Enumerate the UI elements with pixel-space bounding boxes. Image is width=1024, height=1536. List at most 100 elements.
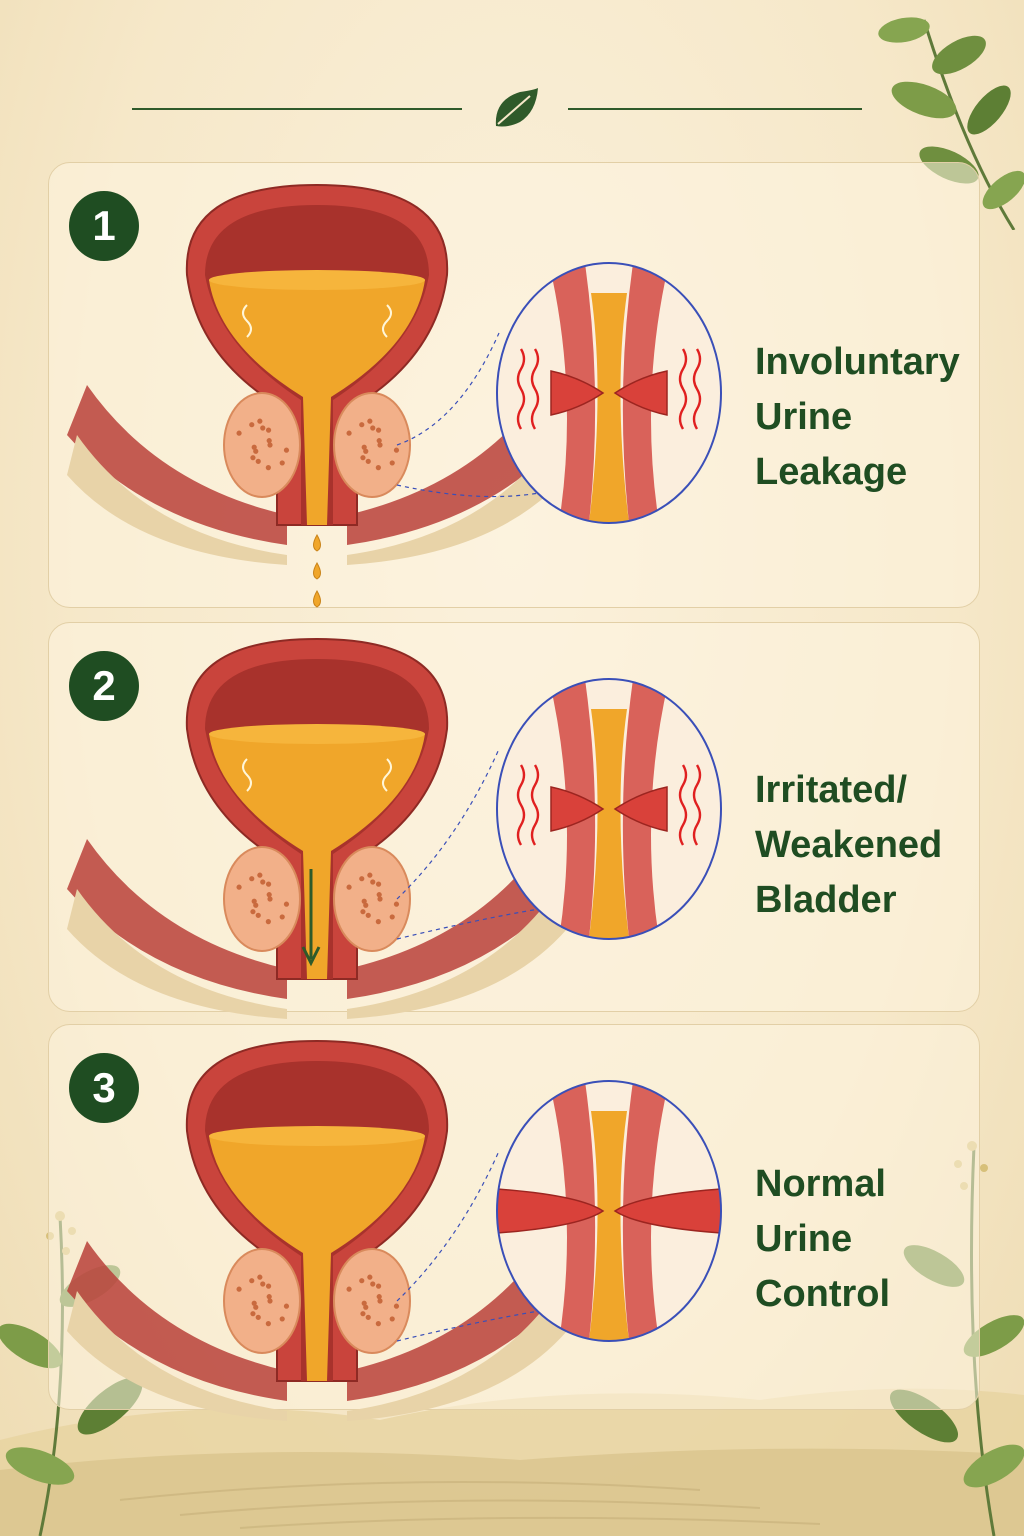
prostate-texture-dot	[360, 909, 366, 915]
prostate-texture-dot	[375, 1283, 382, 1289]
prostate-texture-dot	[236, 430, 242, 436]
anatomy-illustration	[67, 637, 722, 1019]
flow-arrow	[301, 869, 321, 967]
leaf-icon	[495, 88, 538, 127]
prostate-texture-dot	[266, 1294, 272, 1300]
step-number-badge: 3	[69, 1053, 139, 1123]
prostate-texture-dot	[363, 1304, 369, 1310]
sphincter-muscle-right	[613, 370, 668, 416]
prostate-lobe-left	[223, 846, 301, 952]
sphincter-muscle-left	[550, 370, 605, 416]
prostate-texture-dot	[360, 1311, 366, 1317]
bladder-group	[67, 183, 567, 608]
callout-connector	[396, 1310, 540, 1342]
prostate-texture-dot	[236, 1286, 242, 1292]
prostate-texture-dot	[377, 896, 383, 902]
tissue-right	[347, 889, 567, 1019]
prostate-texture-dot	[267, 1298, 273, 1304]
prostate-lobe-right	[333, 392, 411, 498]
irritation-wave	[692, 348, 702, 430]
prostate-texture-dot	[377, 1298, 383, 1304]
prostate-texture-dot	[365, 1314, 371, 1320]
prostate-texture-dot	[253, 902, 259, 908]
prostate-texture-dot	[367, 1274, 373, 1280]
urine-drop	[313, 534, 321, 552]
bladder-group	[67, 1039, 567, 1421]
prostate-texture-dot	[365, 912, 371, 918]
prostate-texture-dot	[250, 1311, 256, 1317]
prostate-texture-dot	[257, 1274, 263, 1280]
prostate-texture-dot	[266, 438, 272, 444]
prostate-texture-dot	[389, 1316, 395, 1322]
irritation-wave	[516, 764, 526, 846]
prostate-texture-dot	[375, 1321, 381, 1327]
tissue-right	[347, 435, 567, 565]
prostate-texture-dot	[283, 447, 290, 453]
sphincter-callout	[496, 1080, 722, 1342]
sphincter-muscle-right	[613, 786, 668, 832]
prostate-texture-dot	[265, 919, 271, 925]
prostate-texture-dot	[279, 914, 285, 920]
label-line: Leakage	[755, 451, 908, 493]
label-line: Weakened	[755, 824, 943, 866]
prostate-texture-dot	[393, 447, 400, 453]
prostate-lobe-left	[223, 392, 301, 498]
urgency-wave	[242, 758, 252, 792]
prostate-texture-dot	[249, 422, 255, 428]
urine	[209, 734, 425, 979]
irritation-wave	[678, 764, 688, 846]
prostate-texture-dot	[260, 1281, 266, 1287]
prostate-texture-dot	[346, 884, 352, 890]
prostate-texture-dot	[249, 1278, 255, 1284]
urgency-wave	[382, 758, 392, 792]
prostate-texture-dot	[257, 418, 263, 424]
pelvic-muscle-right	[347, 1241, 567, 1401]
prostate-texture-dot	[363, 902, 369, 908]
urethra-urine	[589, 709, 629, 939]
panel-normal-control: 3 Normal Urine Control	[48, 1024, 980, 1421]
sphincter-muscle-left	[497, 1188, 605, 1234]
callout-circle-outline	[496, 1080, 722, 1342]
irritation-wave	[692, 764, 702, 846]
prostate-texture-dot	[346, 430, 352, 436]
callout-connector	[396, 908, 540, 940]
irritation-wave	[530, 764, 540, 846]
prostate-texture-dot	[377, 442, 383, 448]
sphincter-muscle-right	[613, 1188, 721, 1234]
prostate-texture-dot	[361, 444, 367, 450]
prostate-texture-dot	[375, 881, 382, 887]
prostate-texture-dot	[251, 1300, 257, 1306]
irritation-wave	[678, 348, 688, 430]
prostate-texture-dot	[267, 442, 273, 448]
prostate-texture-dot	[365, 458, 371, 464]
prostate-texture-dot	[257, 872, 263, 878]
prostate-lobe-left	[223, 1248, 301, 1354]
prostate-texture-dot	[253, 448, 259, 454]
prostate-texture-dot	[255, 912, 261, 918]
prostate-texture-dot	[367, 418, 373, 424]
label-line: Control	[755, 1273, 891, 1315]
urine-drop	[313, 562, 321, 580]
prostate-texture-dot	[250, 909, 256, 915]
prostate-texture-dot	[279, 460, 285, 466]
prostate-texture-dot	[376, 438, 382, 444]
prostate-texture-dot	[393, 1303, 400, 1309]
callout-connector	[396, 1150, 500, 1302]
prostate-texture-dot	[361, 1300, 367, 1306]
prostate-texture-dot	[265, 881, 272, 887]
prostate-texture-dot	[236, 884, 242, 890]
urine	[209, 280, 425, 525]
header-divider-right	[568, 108, 862, 110]
pelvic-muscle-right	[347, 385, 567, 545]
prostate-texture-dot	[370, 425, 376, 431]
label-line: Urine	[755, 1218, 853, 1260]
urine-surface	[209, 270, 425, 290]
callout-connector	[396, 484, 540, 498]
prostate-texture-dot	[376, 1294, 382, 1300]
prostate-texture-dot	[267, 896, 273, 902]
prostate-texture-dot	[283, 901, 290, 907]
panel-irritated-bladder: 2 Irritated/ Weakened Bladder	[48, 622, 980, 1019]
panel-label: Irritated/ Weakened Bladder	[755, 763, 942, 928]
